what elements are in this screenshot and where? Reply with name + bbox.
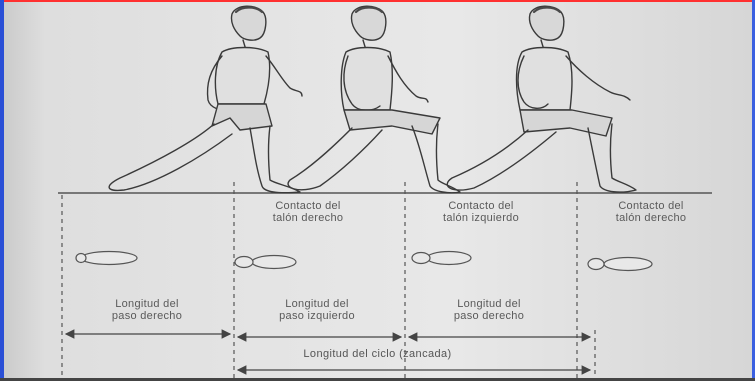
footprint-icon bbox=[412, 252, 471, 265]
step-label-3: Longitud del paso derecho bbox=[424, 298, 554, 322]
contact-label-3: Contacto del talón derecho bbox=[588, 200, 714, 224]
top-edge bbox=[0, 0, 755, 2]
footprint-icon bbox=[76, 252, 137, 265]
step-label-1: Longitud del paso derecho bbox=[82, 298, 212, 322]
walker-figure-1 bbox=[109, 6, 302, 193]
contact-label-1: Contacto del talón derecho bbox=[248, 200, 368, 224]
walker-figure-2 bbox=[288, 6, 460, 193]
contact-label-2: Contacto del talón izquierdo bbox=[418, 200, 544, 224]
footprint-icon bbox=[235, 256, 296, 269]
step-label-2: Longitud del paso izquierdo bbox=[252, 298, 382, 322]
cycle-label: Longitud del ciclo (zancada) bbox=[0, 348, 755, 360]
walker-figure-3 bbox=[447, 6, 636, 192]
footprint-icon bbox=[588, 258, 652, 271]
left-edge bbox=[0, 0, 4, 381]
